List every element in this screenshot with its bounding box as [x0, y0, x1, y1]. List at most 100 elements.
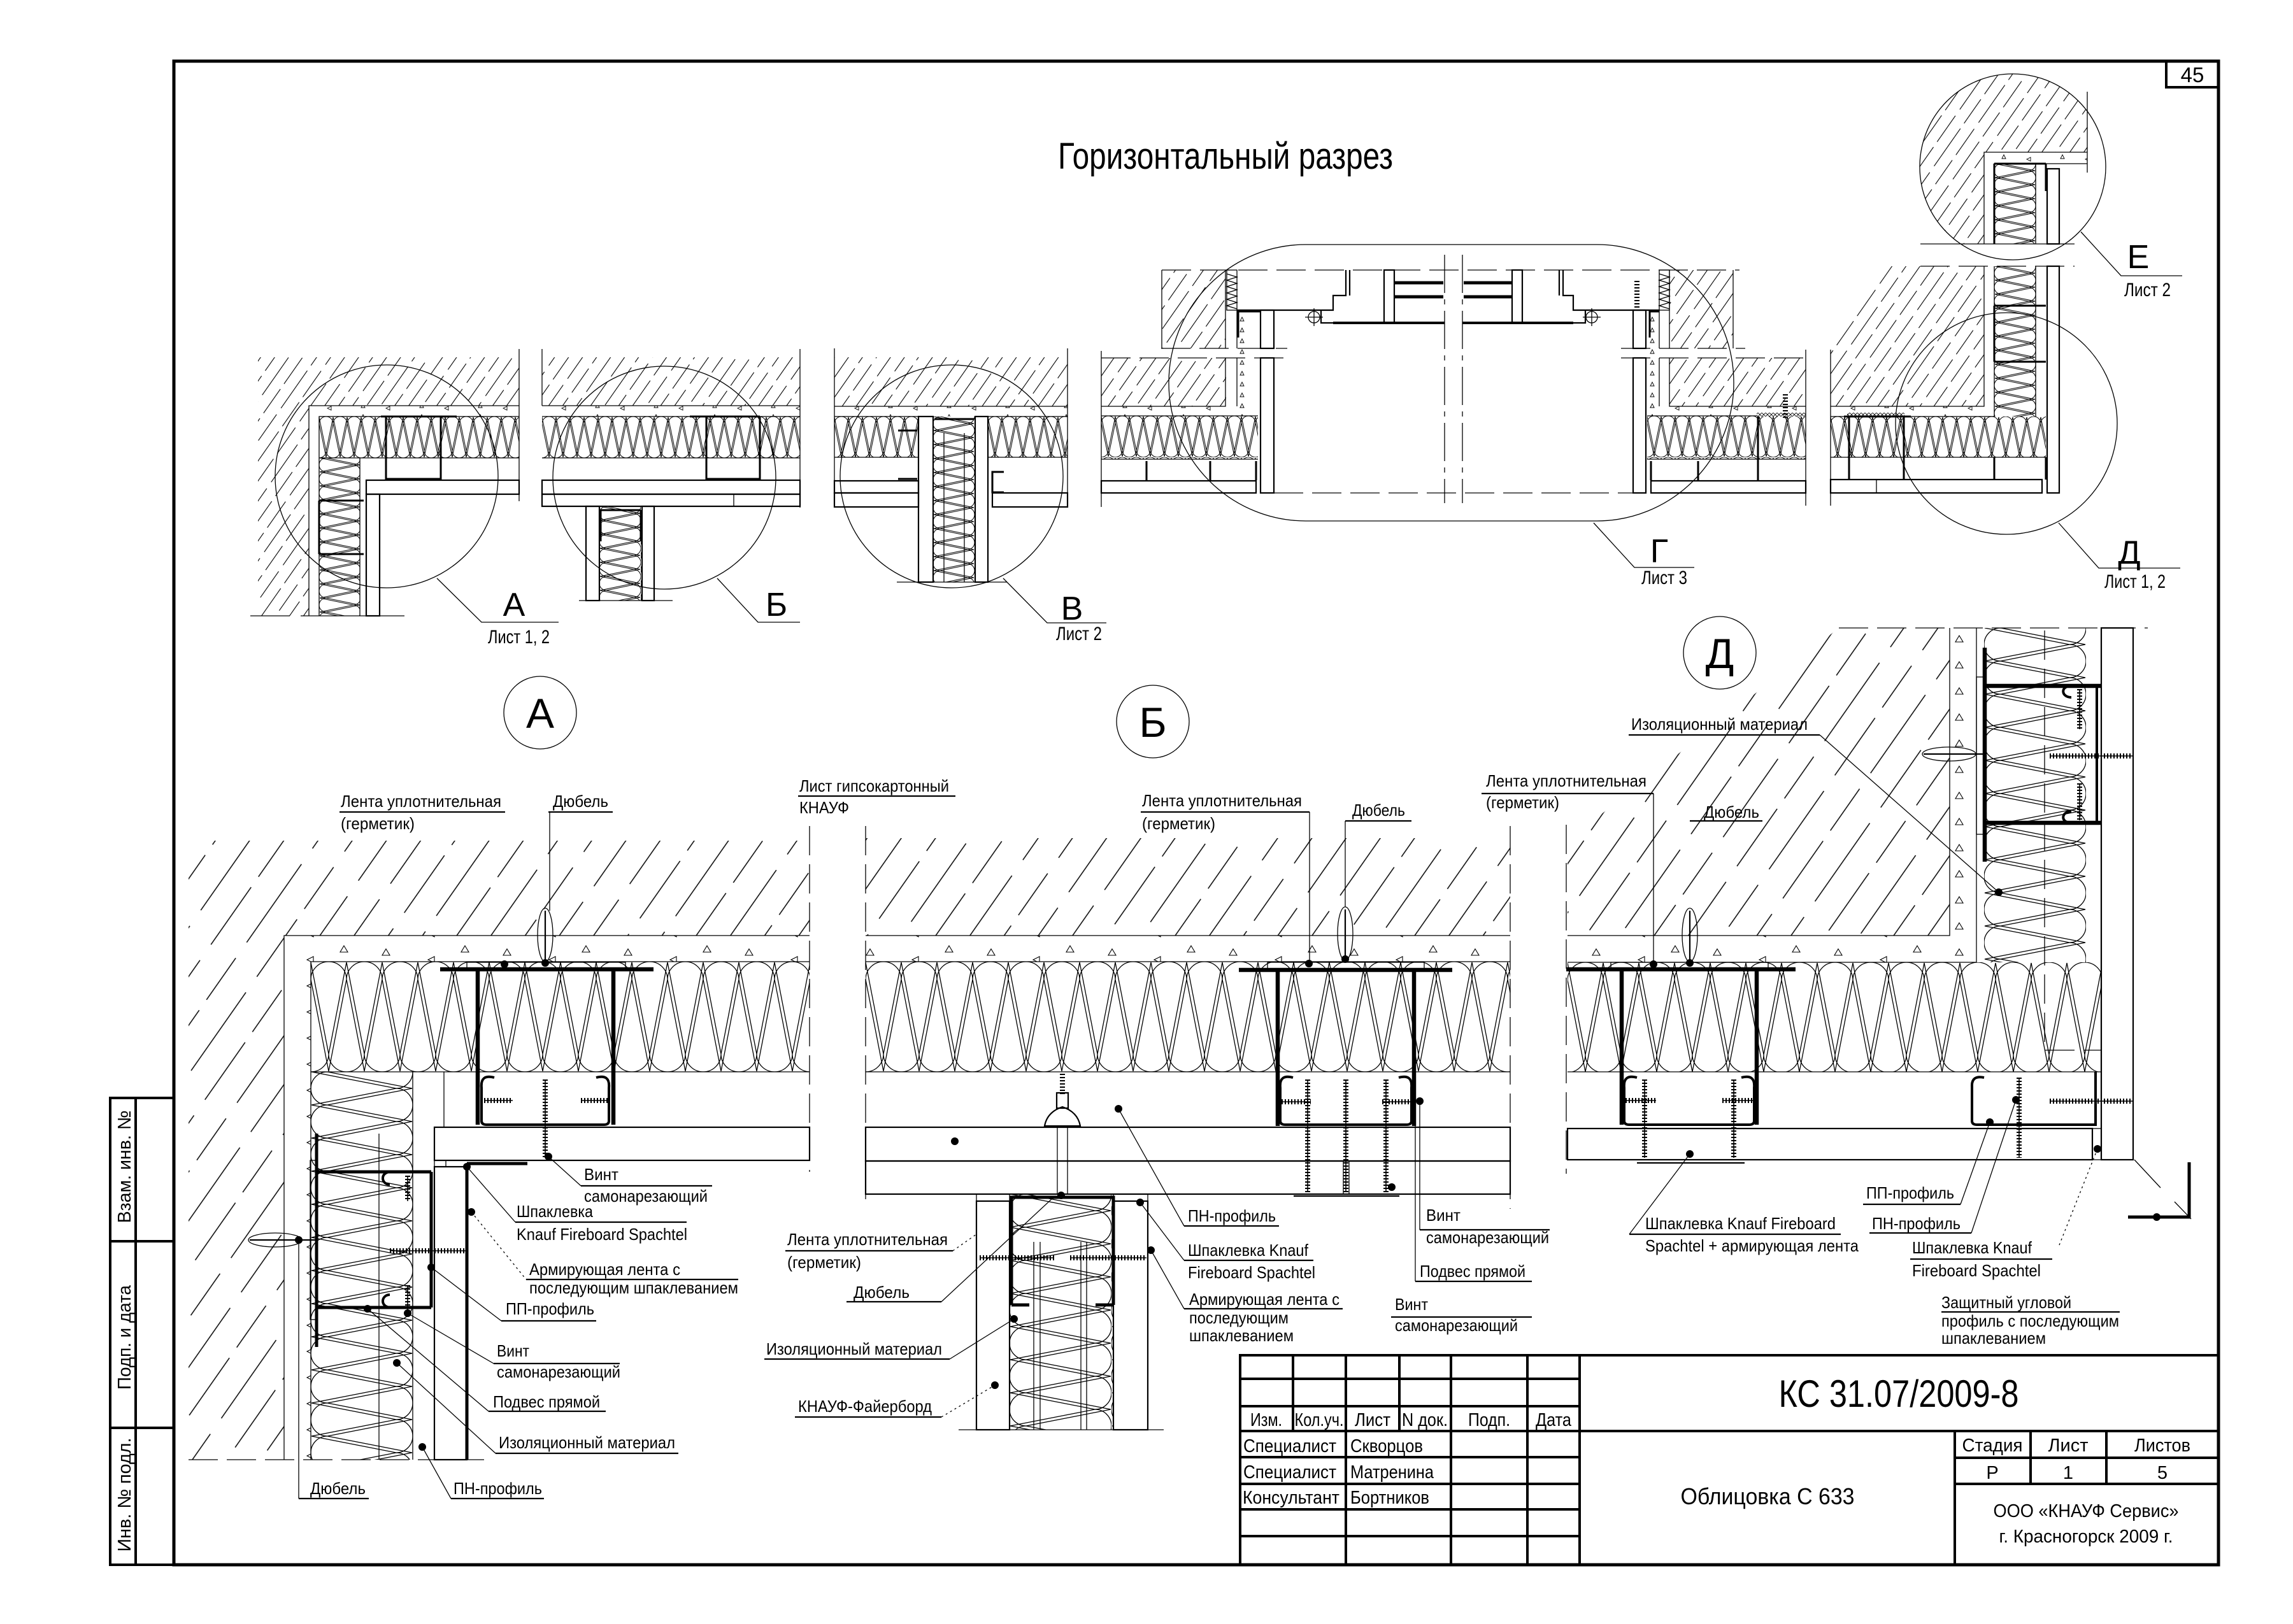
corner-symbol: [2128, 1162, 2191, 1219]
organization-city-year: г. Красногорск 2009 г.: [1999, 1527, 2173, 1547]
detail-callout-circle: [1919, 73, 2106, 260]
insulation-layer-horizontal: [866, 962, 1510, 1072]
break-lines: [1101, 350, 1806, 507]
insulation-fill: [1831, 417, 2046, 457]
callout-label: Защитный угловой: [1941, 1293, 2071, 1312]
revision-header-sections: Кол.уч.: [1295, 1410, 1344, 1430]
callout-fireboard-filler: Шпаклевка Knauf Fireboard Spachtel: [1139, 1202, 1315, 1282]
frame-border: [172, 59, 2220, 1567]
signatory-name: Бортников: [1350, 1488, 1429, 1508]
page-number: 45: [2181, 63, 2204, 87]
callout-leader: [1003, 578, 1106, 623]
callout-self-tapping-screw: Винт самонарезающий: [407, 1313, 620, 1381]
detail-callout-circle: [1895, 312, 2118, 535]
callout-label: Шпаклевка Knauf: [1188, 1241, 1309, 1260]
screw-shaft: [980, 1079, 1411, 1258]
insulation-fill: [1984, 628, 2086, 962]
insulation-layer: [319, 417, 519, 458]
revision-header-change: Изм.: [1250, 1410, 1282, 1430]
callout-label: самонарезающий: [584, 1186, 708, 1206]
callout-label: (герметик): [1142, 814, 1215, 833]
signatory-name: Матренина: [1350, 1462, 1434, 1483]
callout-label: Винт: [584, 1165, 618, 1184]
joint-filler: [976, 1193, 1010, 1202]
detail-marker: Б: [1139, 699, 1166, 746]
detail-marker: Б: [766, 587, 787, 623]
callout-leader: [941, 1385, 996, 1418]
break-lines: [865, 826, 1511, 1209]
detail-callout-circle: [552, 366, 776, 590]
detail-callout-outline: [1168, 244, 1734, 522]
detail-marker: А: [526, 690, 554, 737]
insulation-layer: [599, 506, 642, 601]
pn-profile: [1970, 1072, 2097, 1126]
plaster-layer: [1226, 310, 1261, 416]
detail-callout-circle: [839, 364, 1064, 588]
sealing-tape: [1847, 413, 1904, 417]
jamb-wall-hatch: [1669, 270, 1733, 348]
callout-label: ПН-профиль: [454, 1479, 542, 1498]
axis-line: [2044, 630, 2101, 1051]
callout-label: Дюбель: [1704, 802, 1759, 822]
callout-pn-profile: ПН-профиль: [422, 1446, 544, 1500]
insulation-layer: [834, 417, 918, 457]
plaster-layer: [542, 406, 800, 417]
title-block-grid: [1239, 1354, 2218, 1565]
callout-label: ПН-профиль: [1188, 1206, 1276, 1225]
document-code: КС 31.07/2009-8: [1779, 1372, 2019, 1415]
screw: [1634, 281, 1788, 418]
insulation-fill: [319, 458, 360, 616]
callout-label: Винт: [1395, 1295, 1428, 1314]
concrete-wall-hatch: [258, 357, 519, 616]
callout-leader: [407, 1313, 494, 1364]
sheet-frame: 45: [172, 59, 2220, 1567]
direct-hanger: [440, 967, 654, 1125]
callout-leader: [1819, 734, 1999, 893]
callout-leader: [436, 578, 559, 623]
callout-label: Дюбель: [1352, 801, 1405, 820]
layer-outlines: [834, 406, 1068, 582]
callout-label: Лента уплотнительная: [787, 1230, 948, 1249]
stage-label: Стадия: [1962, 1435, 2023, 1456]
detail-a-enlarged: А Лента уплотнительная (герметик) Дюбель…: [189, 676, 811, 1500]
concrete-wall-hatch: [189, 841, 810, 1460]
direct-hanger: [1239, 967, 1452, 1126]
callout-dowel: Дюбель: [1690, 802, 1762, 822]
insulation-fill: [1994, 266, 2036, 417]
metal-profiles: [1993, 162, 2047, 244]
screw-shaft: [390, 1079, 610, 1311]
insulation-fill: [311, 962, 810, 1072]
detail-label-circle: [503, 676, 577, 750]
jamb-wall-hatch: [1162, 270, 1225, 348]
callout-label: КНАУФ: [799, 798, 849, 817]
sheets-total-value: 5: [2157, 1463, 2168, 1483]
callout-dowel: Дюбель: [548, 792, 613, 911]
concrete-wall-hatch: [1101, 358, 1226, 406]
metal-profiles: [1145, 310, 1759, 480]
callout-label: Изоляционный материал: [499, 1433, 675, 1452]
callout-reinforcing-tape: Армирующая лента с последующим шпаклеван…: [1150, 1250, 1343, 1345]
insulation-fill: [311, 1072, 413, 1460]
insulation-fill: [1010, 1194, 1113, 1430]
callout-insulation: Изоляционный материал: [396, 1362, 678, 1455]
callout-leader: [1593, 522, 1694, 568]
insulation-layer: [1994, 266, 2036, 417]
signatory-role: Специалист: [1243, 1462, 1336, 1483]
callout-self-tapping-screw: Винт самонарезающий: [548, 1156, 712, 1206]
callout-label: шпаклеванием: [1189, 1326, 1294, 1345]
callout-leader: [431, 1267, 502, 1321]
insulation-layer: [1647, 416, 1806, 459]
callout-leader: [949, 1318, 1015, 1360]
callout-label: КНАУФ-Файерборд: [798, 1397, 932, 1416]
plaster-layer: [1101, 406, 1261, 416]
callout-direct-hanger: Подвес прямой: [367, 1308, 606, 1413]
callout-leader: [1971, 1099, 2017, 1234]
callout-label: ПН-профиль: [1872, 1214, 1961, 1233]
callout-corner-bead: Защитный угловой профиль с последующим ш…: [1941, 1293, 2120, 1348]
detail-label-circle: [1116, 685, 1190, 759]
layer-outlines: [1101, 270, 1806, 460]
callout-label: ПП-профиль: [506, 1299, 594, 1318]
detail-marker: Д: [1706, 630, 1734, 677]
callout-sealing-tape: Лента уплотнительная (герметик): [1482, 771, 1654, 964]
callout-label: Подвес прямой: [1420, 1262, 1525, 1281]
